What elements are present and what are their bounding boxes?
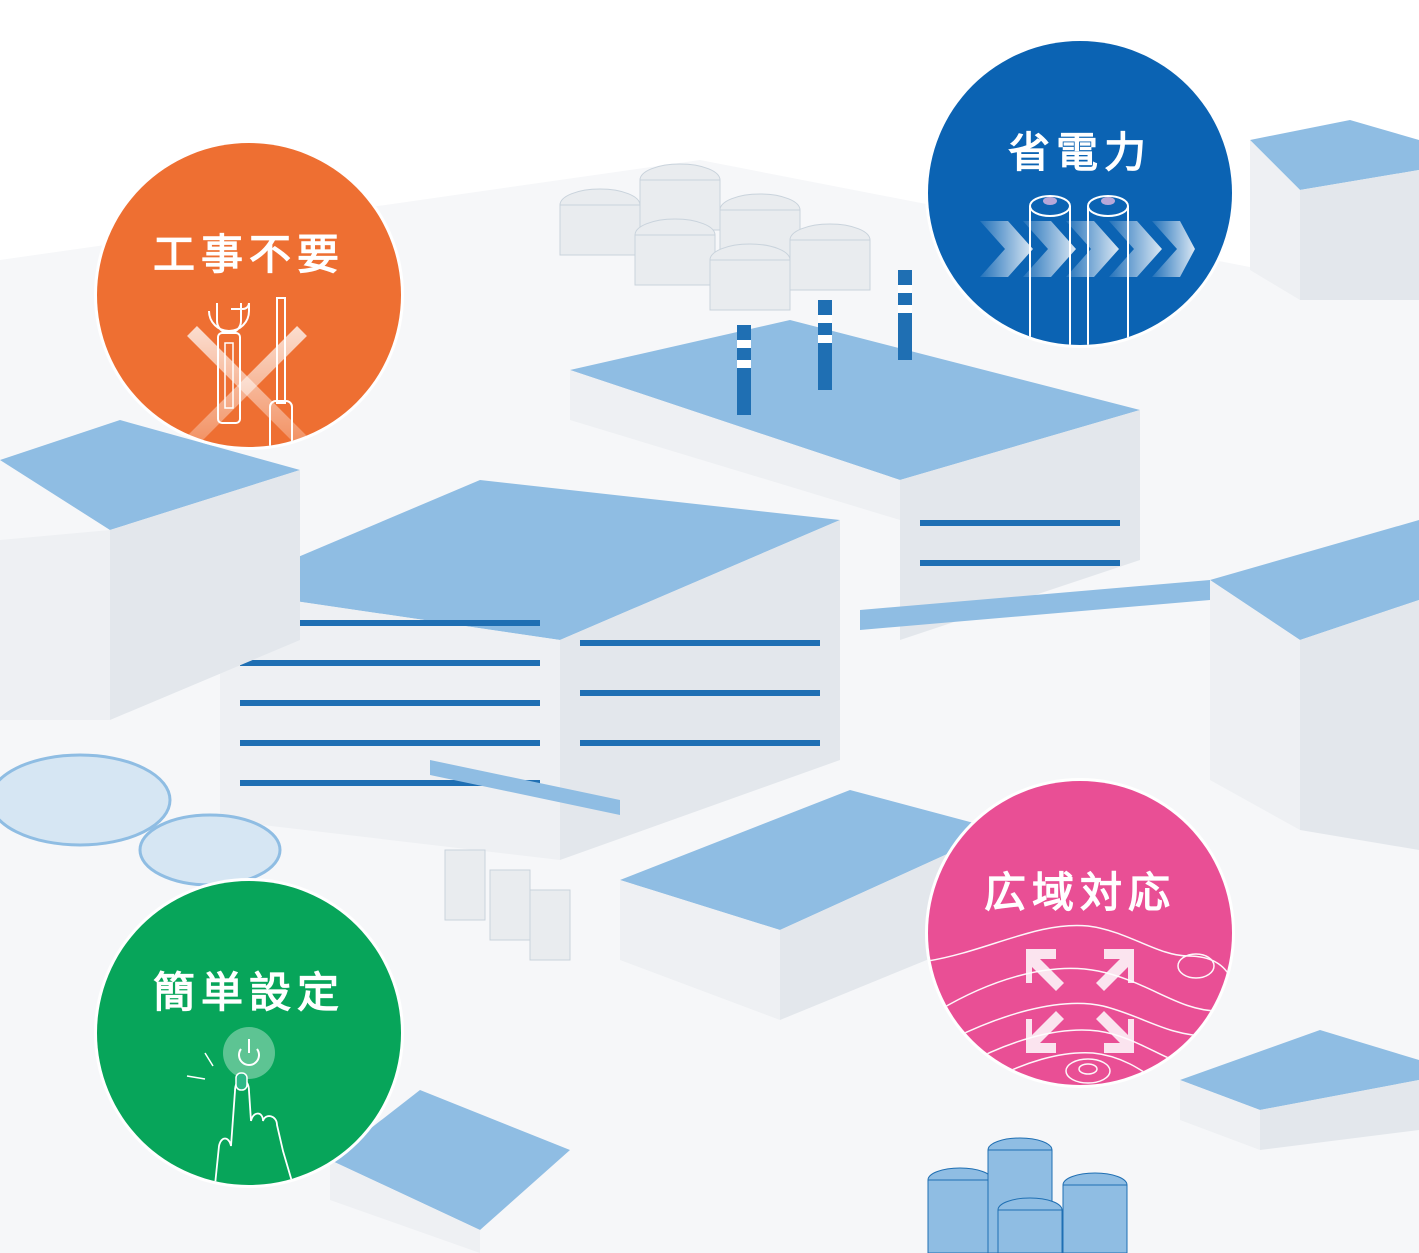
badge-easy-setup: 簡単設定 [97, 881, 401, 1185]
wrench-screwdriver-crossed-icon [187, 297, 307, 447]
expand-arrows-contour-map-icon [928, 924, 1232, 1085]
badge-title: 広域対応 [983, 868, 1176, 917]
finger-press-power-button-icon [186, 1027, 294, 1185]
badge-title: 簡単設定 [152, 968, 345, 1017]
badge-title: 工事不要 [152, 230, 345, 279]
batteries-chevrons-icon [980, 195, 1195, 345]
storage-tanks [559, 163, 871, 311]
badge-wide-area: 広域対応 [928, 781, 1232, 1085]
badge-no-construction: 工事不要 [97, 143, 401, 447]
badge-power-saving: 省電力 [928, 41, 1232, 345]
badge-title: 省電力 [1007, 128, 1152, 177]
